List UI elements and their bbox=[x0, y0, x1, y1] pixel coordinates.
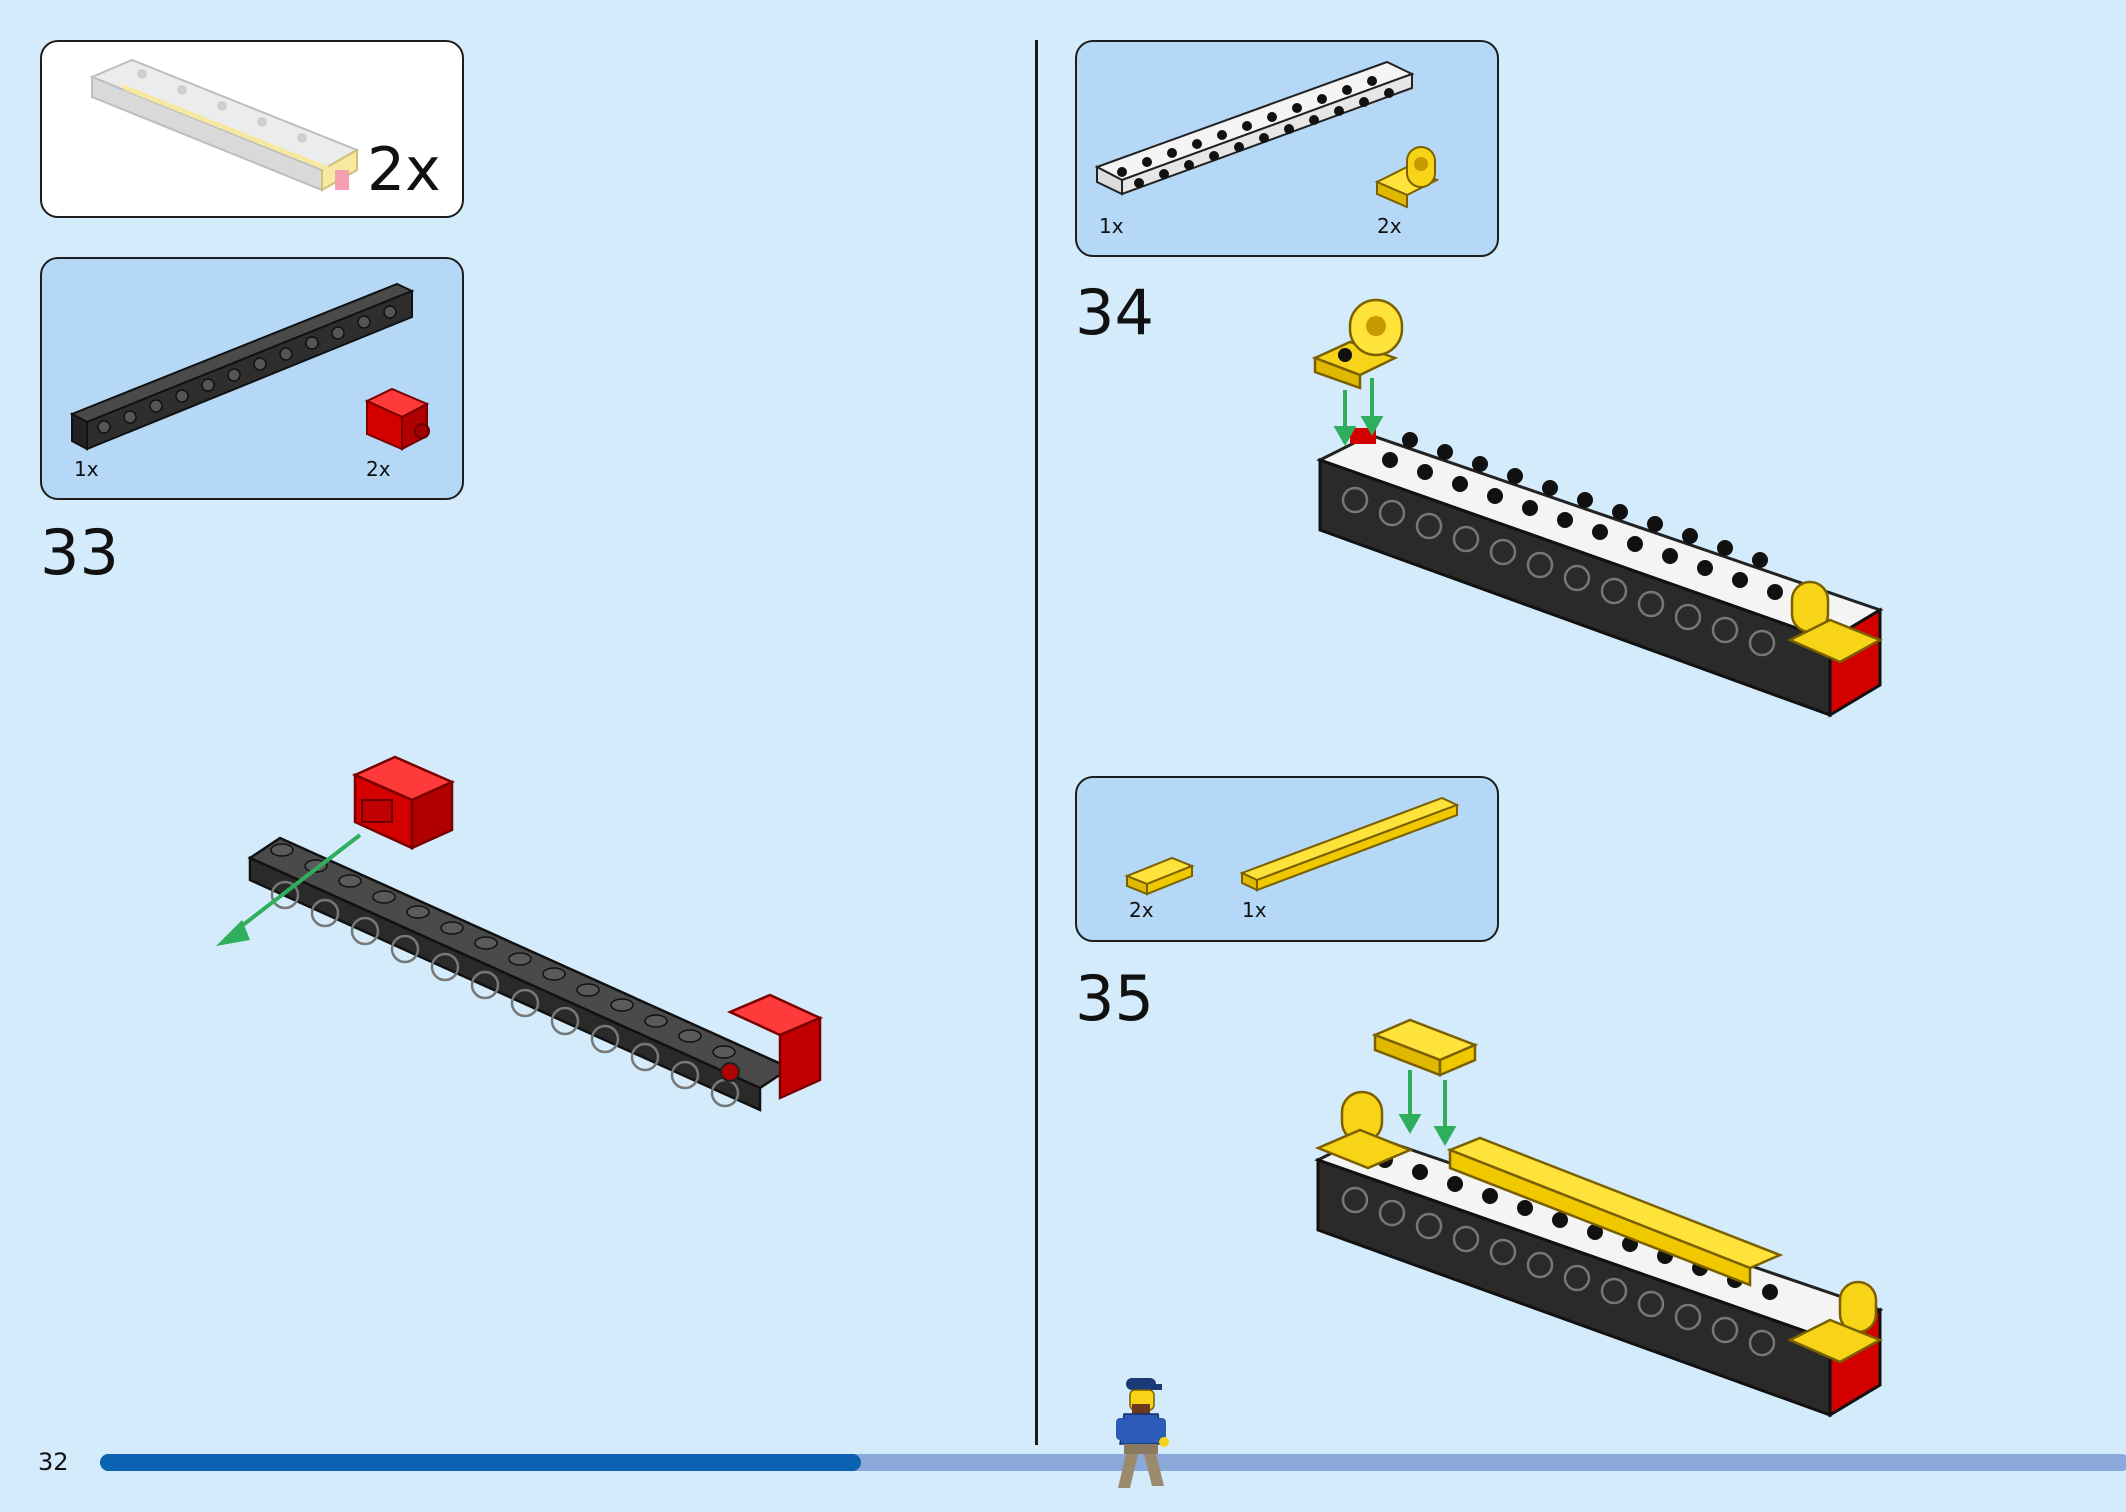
subassembly-callout: 2x bbox=[40, 40, 464, 218]
plate-icon bbox=[1094, 60, 1415, 196]
part-count: 1x bbox=[1242, 898, 1267, 922]
subassembly-multiplier: 2x bbox=[367, 135, 441, 205]
parts-list-step-35: 2x 1x bbox=[1075, 776, 1499, 942]
red-brick-icon bbox=[351, 755, 456, 850]
assembly-arrow-icon bbox=[1398, 1070, 1457, 1147]
step-number: 33 bbox=[40, 516, 119, 589]
part-count: 1x bbox=[1099, 214, 1124, 238]
technic-brick-icon bbox=[69, 282, 415, 451]
assembly-arrow-icon bbox=[1333, 378, 1384, 447]
tile-icon bbox=[1239, 796, 1460, 892]
minifigure-icon bbox=[1116, 1378, 1169, 1488]
part-count: 1x bbox=[74, 457, 99, 481]
tile-icon bbox=[1124, 856, 1195, 896]
step-number: 35 bbox=[1075, 962, 1154, 1035]
page-divider bbox=[1035, 40, 1038, 1445]
part-count: 2x bbox=[1377, 214, 1402, 238]
yellow-bracket-icon bbox=[1311, 298, 1404, 390]
red-brick-icon bbox=[364, 387, 430, 451]
yellow-bracket-icon bbox=[1787, 1280, 1883, 1364]
subassembly-model-icon bbox=[89, 58, 360, 192]
yellow-bracket-icon bbox=[1314, 1090, 1414, 1170]
red-brick-icon bbox=[720, 993, 824, 1100]
progress-bar bbox=[100, 1454, 2126, 1471]
assembly-arrow-icon bbox=[216, 833, 362, 946]
progress-bar-fill bbox=[100, 1454, 862, 1471]
part-count: 2x bbox=[366, 457, 391, 481]
page-number: 32 bbox=[38, 1448, 69, 1476]
yellow-bracket-icon bbox=[1787, 580, 1883, 664]
tile-icon bbox=[1446, 1136, 1784, 1287]
technic-brick-icon bbox=[247, 836, 793, 1112]
part-count: 2x bbox=[1129, 898, 1154, 922]
yellow-bracket-icon bbox=[1374, 146, 1440, 209]
tile-icon bbox=[1371, 1018, 1479, 1077]
step-number: 34 bbox=[1075, 276, 1154, 349]
parts-list-step-33: 1x 2x bbox=[40, 257, 464, 500]
parts-list-step-34: 1x 2x bbox=[1075, 40, 1499, 257]
